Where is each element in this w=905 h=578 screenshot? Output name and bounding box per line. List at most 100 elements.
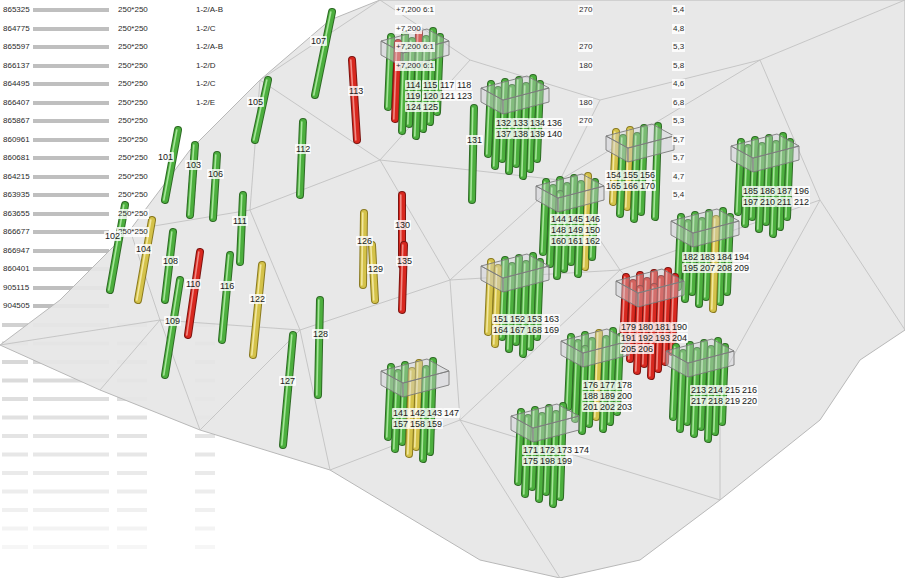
pile-number: 204 xyxy=(671,333,688,343)
pile-highlight xyxy=(189,145,194,215)
table-cell: 270 xyxy=(578,42,593,52)
faded-row xyxy=(195,490,215,494)
faded-row xyxy=(117,416,147,420)
pile-group xyxy=(731,134,799,234)
faded-row xyxy=(2,508,28,512)
faded-row xyxy=(33,416,109,420)
table-cell: 180 xyxy=(578,98,593,108)
pile-highlight xyxy=(401,245,403,310)
faded-row xyxy=(117,434,147,438)
pile-cap-face xyxy=(381,359,449,383)
pile-number: 129 xyxy=(367,264,384,274)
table-cell: 250*250 xyxy=(117,116,149,126)
table-cell: 866677 xyxy=(2,227,31,237)
table-cell: 250*250 xyxy=(117,135,149,145)
faded-row xyxy=(195,527,215,531)
pile-number: 153 xyxy=(526,314,543,324)
pile-number: 103 xyxy=(185,160,202,170)
pile-number: 146 xyxy=(584,214,601,224)
pile xyxy=(282,335,293,445)
pile xyxy=(212,155,217,218)
pile-number: 161 xyxy=(567,236,584,246)
pile-highlight xyxy=(187,252,199,335)
pile-outline xyxy=(222,255,230,340)
table-cell: 5,3 xyxy=(672,42,685,52)
pile-number: 111 xyxy=(232,216,248,226)
pile-number: 114 xyxy=(405,80,421,90)
pile-highlight xyxy=(252,265,261,355)
pile-cap-face xyxy=(481,254,549,278)
pile-outline xyxy=(188,252,200,335)
table-cell: 866137 xyxy=(2,61,31,71)
pile-number: 123 xyxy=(456,91,473,101)
pile-highlight xyxy=(317,300,319,395)
pile-number: 122 xyxy=(249,294,266,304)
pile-number: 116 xyxy=(219,281,235,291)
pile-outline xyxy=(315,12,332,95)
pile-number: 145 xyxy=(567,214,584,224)
faded-row xyxy=(2,527,28,531)
pile-number: 213 xyxy=(690,385,707,395)
table-cell: 865597 xyxy=(2,42,31,52)
pile xyxy=(401,245,404,310)
pile-outline xyxy=(253,265,262,355)
pile-number: 219 xyxy=(724,396,741,406)
pile-outline xyxy=(165,130,178,200)
mesh-line xyxy=(380,160,450,280)
pile-number: 203 xyxy=(616,402,633,412)
faded-row xyxy=(117,508,147,512)
pile-number: 160 xyxy=(550,236,567,246)
table-cell: 1-2/C xyxy=(195,79,217,89)
pile-outline xyxy=(283,335,293,445)
table-cell: 250*250 xyxy=(117,209,149,219)
pile xyxy=(164,280,180,375)
pile-number: 173 xyxy=(556,445,573,455)
pile-highlight xyxy=(212,155,216,218)
faded-row xyxy=(2,434,28,438)
pile-number: 112 xyxy=(295,144,311,154)
pile-number: 141 xyxy=(392,408,409,418)
pile-number: 127 xyxy=(279,376,296,386)
pile-number: 209 xyxy=(733,263,750,273)
pile-number: 166 xyxy=(622,181,639,191)
mesh-line xyxy=(450,280,460,420)
table-cell: 863655 xyxy=(2,209,31,219)
table-blur xyxy=(2,8,215,549)
pile-number: 179 xyxy=(620,322,637,332)
faded-row xyxy=(33,508,109,512)
pile-highlight xyxy=(299,122,302,195)
pile xyxy=(314,12,332,95)
pile xyxy=(317,300,320,395)
blurred-text xyxy=(33,45,109,49)
table-cell: 180 xyxy=(578,61,593,71)
pile-number: 115 xyxy=(422,80,438,90)
pile xyxy=(239,195,243,262)
pile-highlight xyxy=(239,195,242,262)
pile-number: 218 xyxy=(707,396,724,406)
pile-number: 143 xyxy=(426,408,443,418)
faded-row xyxy=(195,545,215,549)
pile-number: 156 xyxy=(639,170,656,180)
pile-highlight xyxy=(221,255,229,340)
pile-number: 144 xyxy=(550,214,567,224)
pile-number: 205 xyxy=(620,344,637,354)
faded-row xyxy=(2,545,28,549)
table-cell: 866947 xyxy=(2,246,31,256)
pile-number: 104 xyxy=(135,244,152,254)
pile-number: 157 xyxy=(392,419,409,429)
table-cell: 904505 xyxy=(2,301,31,311)
piles xyxy=(109,12,474,445)
pile-number: 121 xyxy=(439,91,456,101)
table-cell: 4,6 xyxy=(672,79,685,89)
pile-number: 134 xyxy=(529,118,546,128)
pile-number: 117 xyxy=(439,80,455,90)
pile xyxy=(221,255,230,340)
faded-row xyxy=(195,471,215,475)
pile-number: 150 xyxy=(584,225,601,235)
pile xyxy=(164,232,173,300)
table-cell: +7,200 6:1 xyxy=(395,42,435,52)
mesh-line xyxy=(260,80,380,160)
pile-highlight xyxy=(254,80,267,140)
pile-body xyxy=(283,335,293,445)
